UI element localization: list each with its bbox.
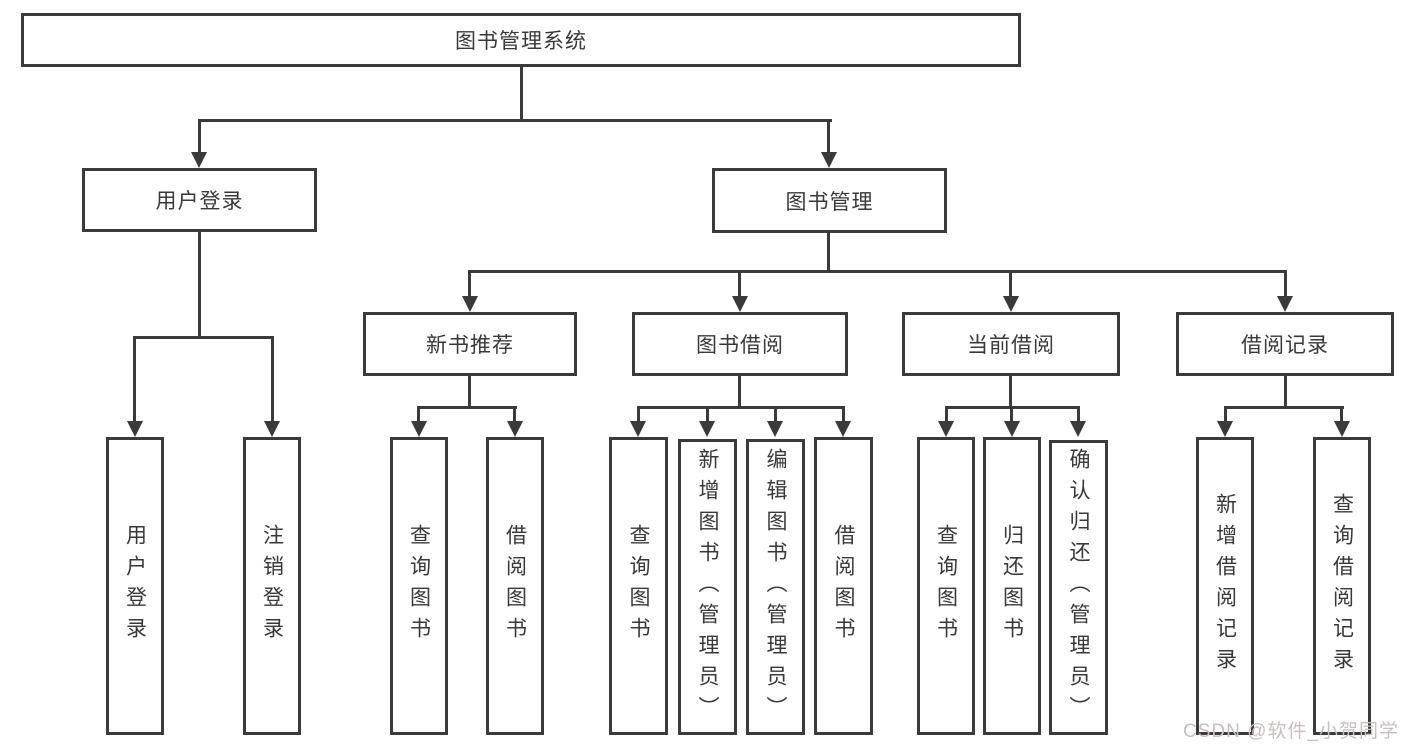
leaf-current-confirm-return-admin: 确认归还（管理员） xyxy=(1049,440,1108,735)
node-current-borrow: 当前借阅 xyxy=(902,312,1120,376)
connector-leaf-stub xyxy=(513,406,516,421)
arrow-down-icon xyxy=(1277,296,1293,312)
leaf-recommend-borrow-books: 借阅图书 xyxy=(486,437,544,735)
arrow-down-icon xyxy=(732,296,748,312)
leaf-recommend-query-books: 查询图书 xyxy=(390,437,448,735)
connector-recommend-trunk xyxy=(468,376,471,409)
leaf-records-query-record: 查询借阅记录 xyxy=(1313,437,1371,735)
connector-current-trunk xyxy=(1009,376,1012,409)
connector-leaf-stub xyxy=(842,406,845,421)
arrow-down-icon xyxy=(1004,421,1020,437)
connector-root-trunk xyxy=(520,67,523,122)
leaf-borrow-edit-books-admin: 编辑图书（管理员） xyxy=(746,439,805,735)
connector-user-login-trunk xyxy=(198,232,201,339)
node-root-library-system: 图书管理系统 xyxy=(21,13,1021,67)
connector-module-stub xyxy=(738,270,741,296)
connector-leaf-stub xyxy=(706,406,709,421)
connector-root-branch xyxy=(198,119,832,122)
connector-recommend-branch xyxy=(418,406,517,409)
connector-leaf-stub xyxy=(1340,406,1343,421)
leaf-current-query-books: 查询图书 xyxy=(917,437,975,735)
connector-leaf-stub xyxy=(133,336,136,421)
node-book-management: 图书管理 xyxy=(712,168,947,233)
arrow-down-icon xyxy=(699,421,715,437)
node-borrow-records: 借阅记录 xyxy=(1176,312,1394,376)
connector-borrow-branch xyxy=(637,406,845,409)
watermark: CSDN @软件_小贺同学 xyxy=(1183,721,1399,742)
leaf-user-login: 用户登录 xyxy=(106,437,164,735)
arrow-down-icon xyxy=(191,152,207,168)
connector-user-login-branch xyxy=(133,336,274,339)
connector-book-mgmt-branch xyxy=(468,270,1287,273)
connector-user-login-stub xyxy=(198,119,201,152)
arrow-down-icon xyxy=(821,152,837,168)
connector-module-stub xyxy=(1009,270,1012,296)
connector-borrow-trunk xyxy=(738,376,741,409)
arrow-down-icon xyxy=(835,421,851,437)
arrow-down-icon xyxy=(411,421,427,437)
arrow-down-icon xyxy=(127,421,143,437)
arrow-down-icon xyxy=(1217,421,1233,437)
connector-leaf-stub xyxy=(637,406,640,421)
connector-records-branch xyxy=(1224,406,1344,409)
connector-module-stub xyxy=(1284,270,1287,296)
connector-leaf-stub xyxy=(774,406,777,421)
arrow-down-icon xyxy=(462,296,478,312)
node-new-book-recommend: 新书推荐 xyxy=(363,312,577,376)
leaf-borrow-add-books-admin: 新增图书（管理员） xyxy=(678,439,737,735)
connector-leaf-stub xyxy=(1010,406,1013,421)
connector-records-trunk xyxy=(1284,376,1287,409)
connector-leaf-stub xyxy=(1077,406,1080,421)
connector-module-stub xyxy=(468,270,471,296)
connector-leaf-stub xyxy=(945,406,948,421)
node-book-borrow: 图书借阅 xyxy=(632,312,848,376)
connector-leaf-stub xyxy=(1224,406,1227,421)
arrow-down-icon xyxy=(1003,296,1019,312)
leaf-borrow-query-books: 查询图书 xyxy=(609,437,668,735)
arrow-down-icon xyxy=(938,421,954,437)
arrow-down-icon xyxy=(767,421,783,437)
node-user-login: 用户登录 xyxy=(82,168,317,232)
arrow-down-icon xyxy=(507,421,523,437)
leaf-logout: 注销登录 xyxy=(243,437,301,735)
connector-book-mgmt-trunk xyxy=(827,233,830,273)
arrow-down-icon xyxy=(264,421,280,437)
leaf-records-add-record: 新增借阅记录 xyxy=(1196,437,1254,735)
arrow-down-icon xyxy=(1334,421,1350,437)
arrow-down-icon xyxy=(1070,421,1086,437)
connector-book-mgmt-stub xyxy=(827,119,830,152)
leaf-current-return-books: 归还图书 xyxy=(983,437,1041,735)
leaf-borrow-borrow-books: 借阅图书 xyxy=(814,437,873,735)
connector-leaf-stub xyxy=(417,406,420,421)
arrow-down-icon xyxy=(630,421,646,437)
connector-leaf-stub xyxy=(271,336,274,421)
